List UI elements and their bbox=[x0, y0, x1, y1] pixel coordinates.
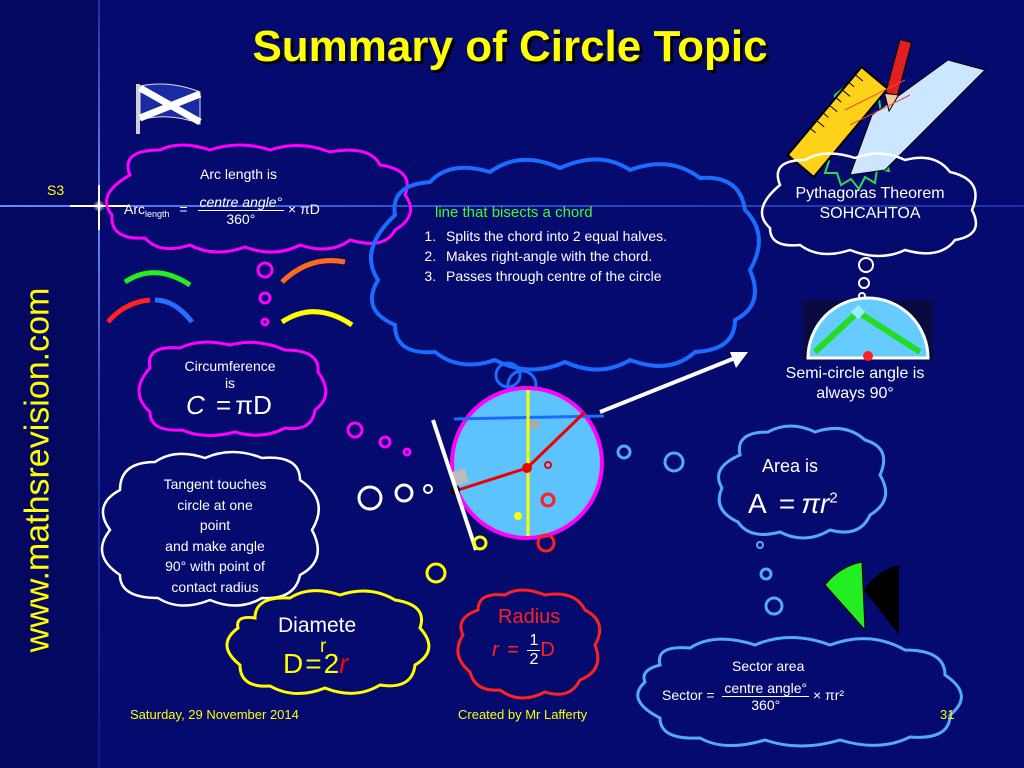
area-cloud bbox=[717, 424, 888, 540]
radius-den: 2 bbox=[529, 651, 539, 668]
radius-cloud bbox=[456, 588, 602, 700]
blue-arc bbox=[154, 297, 194, 324]
tangent-line: Tangent touches bbox=[163, 476, 267, 492]
diameter-lhs: D bbox=[283, 648, 304, 679]
area-lhs: A bbox=[748, 488, 766, 519]
green-arc bbox=[123, 270, 192, 288]
vertical-rule bbox=[98, 0, 100, 768]
horizontal-rule bbox=[0, 205, 1024, 207]
radius-label: Radius bbox=[498, 606, 561, 628]
footer-date: Saturday, 29 November 2014 bbox=[130, 707, 299, 722]
sparkle-icon bbox=[70, 185, 130, 230]
tangent-line: circle at one bbox=[177, 496, 253, 513]
circumference-rhs: πD bbox=[235, 390, 272, 420]
sector-times: × πr² bbox=[812, 687, 845, 704]
sector-heading: Sector area bbox=[732, 658, 805, 674]
diameter-cloud bbox=[225, 589, 431, 695]
circumference-c: C bbox=[186, 390, 205, 420]
area-rhs: πr bbox=[801, 488, 830, 519]
tangent-line: 90° with point of bbox=[165, 558, 265, 574]
pythagoras-text: Pythagoras Theorem SOHCAHTOA bbox=[770, 184, 970, 224]
level-label: S3 bbox=[47, 182, 65, 198]
circumference-formula: C =πD bbox=[186, 390, 272, 421]
bisect-chord-cloud bbox=[369, 157, 761, 372]
circumference-text: Circumference is bbox=[160, 358, 300, 392]
bisect-item: Splits the chord into 2 equal halves. bbox=[440, 226, 670, 246]
tangent-cloud bbox=[100, 450, 320, 607]
website-label: www.mathsrevision.com bbox=[8, 250, 68, 690]
area-formula: A =πr2 bbox=[748, 488, 838, 520]
sector-formula: Sector = centre angle°360° × πr² bbox=[662, 680, 844, 713]
radius-eq: = bbox=[507, 638, 519, 661]
diameter-two: 2 bbox=[323, 648, 340, 679]
tangent-line: point bbox=[199, 517, 231, 533]
arc-fraction: centre angle°360° bbox=[197, 194, 285, 227]
arc-denominator: 360° bbox=[226, 211, 256, 227]
diameter-label-r: r bbox=[320, 636, 327, 657]
tangent-line: and make angle bbox=[165, 537, 265, 554]
bisect-list: Splits the chord into 2 equal halves. Ma… bbox=[400, 226, 670, 286]
website-text: www.mathsrevision.com bbox=[18, 287, 57, 653]
pythagoras-line1: Pythagoras Theorem bbox=[795, 185, 945, 202]
footer-credit: Created by Mr Lafferty bbox=[458, 707, 588, 722]
circumference-eq: = bbox=[216, 390, 232, 420]
pythagoras-line2: SOHCAHTOA bbox=[819, 205, 921, 222]
page-title: Summary of Circle Topic bbox=[252, 22, 768, 71]
bisect-item: Passes through centre of the circle bbox=[440, 266, 670, 286]
sector-cloud bbox=[636, 636, 963, 748]
bisect-item: Makes right-angle with the chord. bbox=[440, 246, 670, 266]
radius-d: D bbox=[540, 638, 555, 661]
sector-lhs: Sector = bbox=[662, 687, 715, 704]
arc-length-cloud bbox=[105, 143, 413, 254]
area-heading: Area is bbox=[762, 456, 819, 476]
pencil-ruler-icon bbox=[786, 38, 986, 191]
sector-denominator: 360° bbox=[751, 697, 781, 713]
sector-numerator: centre angle° bbox=[722, 680, 810, 697]
saltire-flag-icon bbox=[136, 83, 202, 134]
diameter-label: Diamete bbox=[278, 614, 357, 637]
diameter-formula: D=2r bbox=[283, 648, 349, 680]
tangent-line: contact radius bbox=[171, 578, 259, 595]
circumference-line2: is bbox=[224, 375, 236, 391]
diameter-eq: = bbox=[305, 648, 322, 679]
semicircle-text: Semi-circle angle is always 90° bbox=[755, 364, 955, 404]
orange-arc bbox=[280, 258, 346, 284]
footer-page: 31 bbox=[940, 707, 955, 722]
semicircle-line2: always 90° bbox=[816, 385, 894, 402]
left-panel bbox=[0, 0, 100, 768]
circle-diagram bbox=[431, 386, 605, 551]
diameter-r: r bbox=[339, 648, 349, 679]
arc-numerator: centre angle° bbox=[197, 194, 285, 211]
semicircle-line1: Semi-circle angle is bbox=[785, 365, 925, 382]
area-eq: = bbox=[778, 488, 796, 519]
pythagoras-cloud bbox=[760, 152, 978, 258]
semi-circle-icon bbox=[803, 296, 933, 361]
sector-fraction: centre angle°360° bbox=[722, 680, 810, 713]
circumference-cloud bbox=[137, 340, 328, 437]
bisect-heading: line that bisects a chord bbox=[435, 204, 593, 221]
radius-num: 1 bbox=[527, 632, 541, 651]
yellow-arc bbox=[280, 309, 354, 328]
radius-lhs: r bbox=[492, 638, 499, 661]
arc-formula: Arclength = centre angle°360° × πD bbox=[124, 194, 320, 227]
arc-sub: length bbox=[145, 209, 170, 220]
arc-heading: Arc length is bbox=[200, 166, 278, 182]
tangent-text: Tangent touches circle at one point and … bbox=[130, 474, 300, 597]
arc-lhs: Arc bbox=[124, 201, 145, 218]
arc-eq: = bbox=[179, 201, 188, 218]
red-arc bbox=[106, 297, 151, 324]
circumference-line1: Circumference bbox=[184, 358, 276, 374]
area-exp: 2 bbox=[829, 489, 838, 507]
sector-icon bbox=[824, 561, 899, 635]
arc-times: × πD bbox=[288, 201, 320, 218]
